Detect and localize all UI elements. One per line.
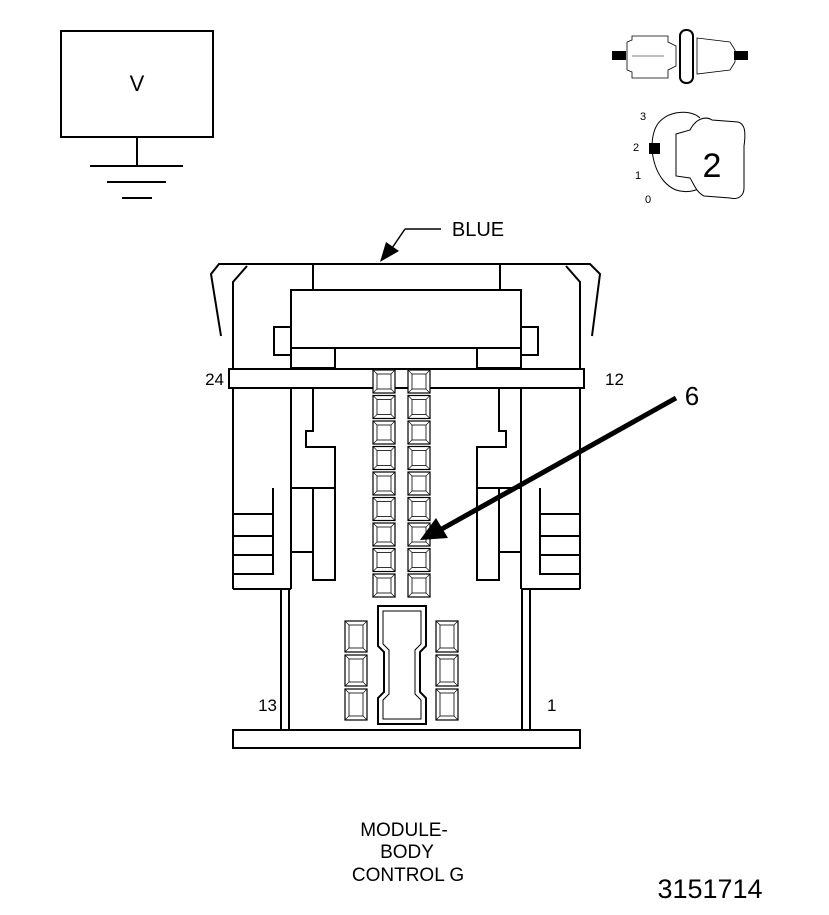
terminal-cavity [407,394,431,420]
key-position-number: 2 [703,147,722,185]
terminal-cavity [344,654,368,687]
terminal-cavity [372,394,396,420]
terminal-cavity [372,522,396,547]
terminal-cavity [407,445,431,471]
callout-number: 6 [685,381,699,411]
figure-id: 3151714 [657,874,762,904]
center-key-slot [377,605,427,725]
terminal-cavity [372,420,396,445]
terminal-cavity [407,471,431,496]
arrow-icon [380,228,441,262]
terminal-cavity [372,369,396,394]
voltmeter-icon: V [60,30,214,166]
terminal-cavity [407,496,431,522]
terminal-cavity [407,420,431,445]
callout-arrow-icon [420,395,678,540]
ign-pos-0: 0 [645,194,651,206]
terminal-cavity [407,573,431,598]
pin-label-13: 13 [258,696,277,715]
ignition-key-icon: 3 2 1 0 2 [633,111,746,206]
terminal-cavity [435,688,459,721]
terminal-cavity [372,547,396,573]
cavity-grid [344,369,459,725]
connector-name-line-2: BODY [380,842,434,863]
cavity-column-left [372,369,396,598]
terminal-cavity [344,620,368,653]
ground-icon [90,165,183,199]
ign-pos-3: 3 [640,111,646,123]
terminal-cavity [372,496,396,522]
ign-pos-1: 1 [635,170,641,182]
connector-name-line-3: CONTROL G [352,865,464,886]
connector-disconnect-icon [612,29,748,84]
terminal-cavity [372,445,396,471]
terminal-cavity [344,688,368,721]
terminal-cavity [407,369,431,394]
terminal-cavity [435,654,459,687]
ign-pos-2: 2 [633,142,639,154]
terminal-cavity [407,547,431,573]
connector-name-line-1: MODULE- [360,820,448,841]
pin-label-24: 24 [205,370,224,389]
connector-color-label: BLUE [452,219,504,241]
terminal-cavity [372,471,396,496]
pin-label-1: 1 [547,696,556,715]
terminal-cavity [372,573,396,598]
connector-body [209,263,602,749]
lower-cavities [344,620,459,721]
meter-label: V [130,71,145,96]
pin-label-12: 12 [605,370,624,389]
cavity-column-right [407,369,431,598]
terminal-cavity [435,620,459,653]
